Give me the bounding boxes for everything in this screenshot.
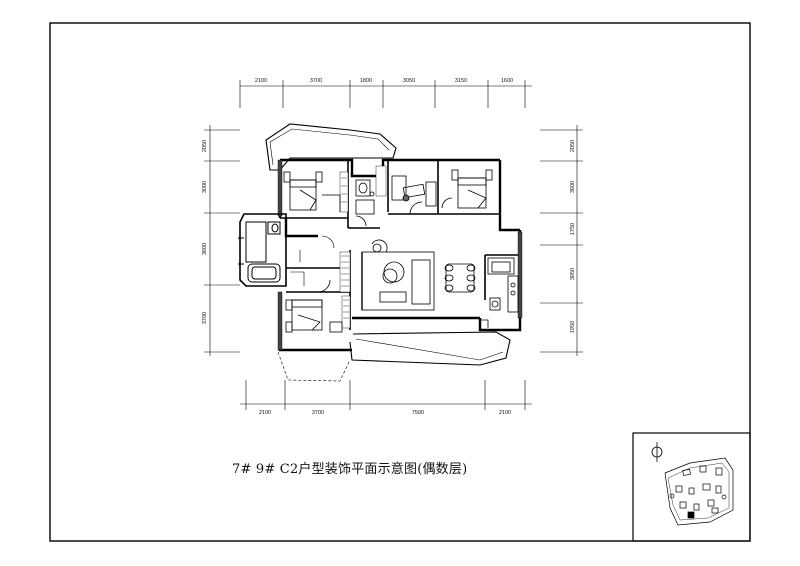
- key-plan: [632, 432, 751, 542]
- dim-right-1: 2050: [570, 140, 576, 152]
- dim-bottom-1: 2100: [259, 410, 271, 416]
- bedroom-top-right: [441, 169, 493, 209]
- bottom-balcony: [349, 331, 511, 366]
- dim-right-4: 3050: [570, 268, 576, 280]
- dim-left-4: 3700: [202, 312, 208, 324]
- top-dimension-labels: 2100 3700 1800 3050 3150 1600: [255, 78, 513, 84]
- dim-left-3: 3600: [202, 243, 208, 255]
- bottom-dimension-labels: 2100 3700 7500 2100: [259, 410, 511, 416]
- right-dimension-labels: 2050 3600 1750 3050 1950: [570, 140, 576, 333]
- study-room: [391, 175, 437, 215]
- dim-bottom-2: 3700: [312, 410, 324, 416]
- dim-right-5: 1950: [570, 321, 576, 333]
- drawing-caption: 7# 9# C2户型装饰平面示意图(偶数层): [232, 462, 468, 477]
- dim-top-6: 1600: [501, 78, 513, 84]
- dim-top-5: 3150: [455, 78, 467, 84]
- drawing-frame: [49, 22, 751, 542]
- dim-bottom-3: 7500: [412, 410, 424, 416]
- bedroom-bottom-left: [285, 279, 343, 333]
- dashed-awning: [277, 351, 351, 382]
- dim-top-3: 1800: [360, 78, 372, 84]
- north-arrow-icon: [651, 442, 663, 462]
- dim-left-2: 3000: [202, 181, 208, 193]
- bedroom-top-left: [283, 171, 341, 212]
- site-map: [664, 457, 734, 526]
- kitchen: [480, 257, 519, 328]
- left-dimension-labels: 2050 3000 3600 3700: [202, 140, 208, 324]
- dimension-lines: [204, 80, 583, 410]
- dining-table: [444, 263, 476, 293]
- corridor: [290, 235, 335, 286]
- dim-top-4: 3050: [403, 78, 415, 84]
- top-bathroom: [355, 179, 375, 227]
- top-balcony: [265, 123, 397, 171]
- dim-right-3: 1750: [570, 223, 576, 235]
- dim-top-2: 3700: [310, 78, 322, 84]
- dim-right-2: 3600: [570, 181, 576, 193]
- dim-bottom-4: 2100: [499, 410, 511, 416]
- left-bathroom: [238, 213, 287, 287]
- dim-top-1: 2100: [255, 78, 267, 84]
- floor-plan: [238, 123, 523, 382]
- dim-left-1: 2050: [202, 140, 208, 152]
- living-room: [361, 239, 435, 311]
- key-plan-frame: [632, 432, 751, 542]
